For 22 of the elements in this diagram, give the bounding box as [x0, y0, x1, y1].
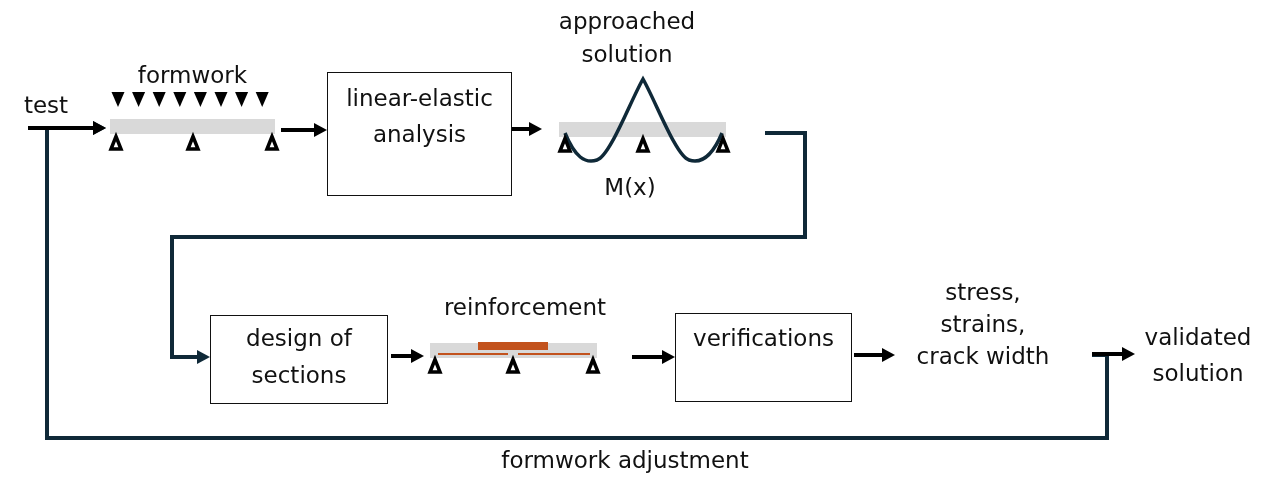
figure-title: reinforcement	[442, 293, 608, 321]
arrow	[632, 350, 675, 364]
figure-title: approached solution	[557, 7, 697, 69]
process-box	[210, 315, 388, 404]
edge-label: formwork adjustment	[498, 447, 752, 473]
arrow	[512, 122, 542, 136]
figure-title: formwork	[136, 62, 249, 88]
arrow	[28, 121, 106, 135]
step-label: verifications	[692, 324, 835, 353]
curve-label: M(x)	[603, 173, 657, 202]
arrow	[391, 349, 424, 363]
process-box	[675, 313, 852, 402]
arrow	[1092, 347, 1135, 361]
step-label: linear-elastic analysis	[345, 84, 494, 149]
arrow	[170, 131, 807, 364]
input-label: test	[22, 91, 70, 120]
step-label: design of sections	[245, 324, 354, 390]
process-box	[327, 72, 512, 196]
arrow	[281, 123, 327, 137]
outcome-label: validated solution	[1143, 323, 1253, 388]
arrow	[854, 348, 895, 362]
result-label: stress, strains, crack width	[915, 278, 1051, 371]
